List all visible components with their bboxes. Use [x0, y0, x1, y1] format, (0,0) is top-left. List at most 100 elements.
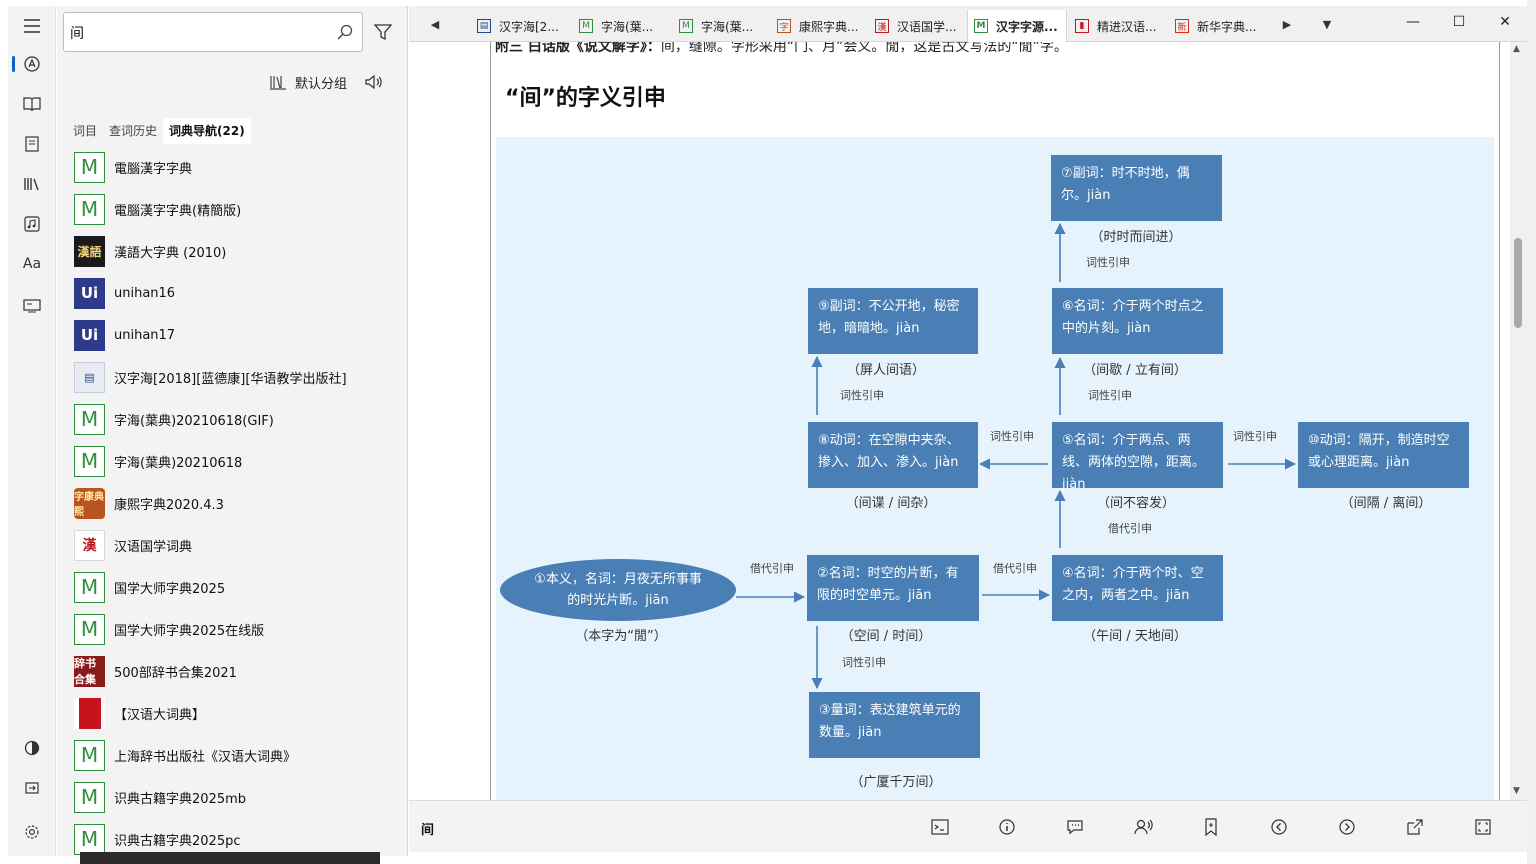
- example-5: （间不容发）: [1096, 496, 1175, 511]
- filter-icon[interactable]: [373, 22, 393, 42]
- screen-capture-icon[interactable]: [8, 290, 56, 322]
- next-icon[interactable]: [1337, 817, 1357, 837]
- current-headword: 间: [421, 823, 435, 838]
- page-border: [1499, 42, 1500, 800]
- shuowen-label: 附三 白话版《说文解字》：: [495, 42, 661, 55]
- lookup-icon[interactable]: [8, 48, 56, 80]
- dictionary-logo-icon: M: [74, 403, 105, 435]
- console-icon[interactable]: [930, 817, 950, 837]
- content-scrollbar[interactable]: ▲ ▼: [1510, 42, 1527, 800]
- comment-icon[interactable]: [1065, 817, 1085, 837]
- example-2: （空间 / 时间）: [840, 629, 932, 644]
- dictionary-tab[interactable]: 漢汉语国学...: [869, 10, 965, 42]
- minimize-icon[interactable]: —: [1406, 14, 1420, 30]
- dictionary-logo-icon: M: [74, 823, 105, 855]
- tab-dictionary-icon: M: [579, 19, 593, 33]
- tab-list-dropdown-icon[interactable]: ▼: [1322, 17, 1332, 31]
- dictionary-logo-icon: 字康典熙: [74, 487, 105, 519]
- notebook-icon[interactable]: [8, 128, 56, 160]
- scrollbar-thumb[interactable]: [1514, 238, 1522, 328]
- node-2: ②名词：时空的片断，有限的时空单元。jiān: [807, 555, 979, 621]
- dictionary-tab[interactable]: 字康熙字典...: [771, 10, 867, 42]
- dictionary-item[interactable]: ▤汉字海[2018][蓝德康][华语教学出版社]: [57, 356, 407, 398]
- exit-icon[interactable]: [8, 772, 56, 804]
- shuowen-text: 间，缝隙。字形采用“门、月”会义。閒，这是古文写法的“閒”字。: [660, 42, 1068, 55]
- dictionary-book-icon[interactable]: [8, 88, 56, 120]
- meaning-extension-diagram: ①本义，名词：月夜无所事事的时光片断。jiān （本字为“閒”） ②名词：时空的…: [496, 137, 1494, 800]
- relation-label: 词性引申: [840, 389, 884, 402]
- pronunciation-icon[interactable]: [1133, 817, 1153, 837]
- tab-dictionary-icon: M: [974, 19, 988, 33]
- library-icon[interactable]: [8, 168, 56, 200]
- tab-label: 康熙字典...: [799, 19, 859, 34]
- settings-gear-icon[interactable]: [8, 816, 56, 848]
- previous-icon[interactable]: [1269, 817, 1289, 837]
- dictionary-item[interactable]: 漢語漢語大字典 (2010): [57, 230, 407, 272]
- scroll-down-icon[interactable]: ▼: [1513, 786, 1520, 796]
- books-icon: [270, 76, 286, 90]
- dictionary-item[interactable]: 漢汉语国学词典: [57, 524, 407, 566]
- dictionary-item-label: 国学大师字典2025: [114, 581, 226, 597]
- left-panel: 默认分组 词目 查词历史 词典导航(22) M電腦漢字字典M電腦漢字字典(精簡版…: [57, 6, 408, 856]
- speaker-icon[interactable]: [363, 72, 383, 92]
- example-3: （广厦千万间）: [850, 775, 942, 790]
- dictionary-item-label: 上海辞书出版社《汉语大词典》: [114, 749, 297, 765]
- search-icon[interactable]: [336, 23, 354, 41]
- node-4: ④名词：介于两个时、空之内，两者之中。jiān: [1052, 555, 1223, 621]
- tab-dictionary-icon: M: [679, 19, 693, 33]
- info-icon[interactable]: [997, 817, 1017, 837]
- dictionary-item[interactable]: 【汉语大词典】: [57, 692, 407, 734]
- tab-entries[interactable]: 词目: [73, 124, 98, 138]
- dictionary-item[interactable]: 字康典熙康熙字典2020.4.3: [57, 482, 407, 524]
- tab-dictionary-icon: ▤: [477, 19, 491, 33]
- search-input[interactable]: [70, 21, 330, 45]
- section-title: “间”的字义引申: [505, 86, 666, 111]
- theme-contrast-icon[interactable]: [8, 732, 56, 764]
- node-1-original-meaning: ①本义，名词：月夜无所事事的时光片断。jiān: [500, 559, 736, 621]
- tab-scroll-right-icon[interactable]: ▶: [1282, 17, 1292, 31]
- font-icon[interactable]: Aa: [22, 256, 42, 272]
- node-8: ⑧动词：在空隙中夹杂、掺入、加入、渗入。jiàn: [808, 422, 978, 488]
- dictionary-tab[interactable]: M 汉字字源...: [967, 10, 1067, 42]
- dictionary-tab[interactable]: ▤汉字海[2...: [471, 10, 569, 42]
- dictionary-item-label: 康熙字典2020.4.3: [114, 497, 224, 513]
- example-10: （间隔 / 离间）: [1340, 496, 1432, 511]
- bookmark-icon[interactable]: [1201, 817, 1221, 837]
- tab-label: 汉字字源...: [996, 19, 1058, 34]
- dictionary-tab[interactable]: ▮精进汉语...: [1069, 10, 1167, 42]
- tab-history[interactable]: 查词历史: [109, 124, 158, 138]
- dictionary-item-label: 汉语国学词典: [114, 539, 193, 555]
- open-external-icon[interactable]: [1405, 817, 1425, 837]
- dictionary-item-label: 電腦漢字字典(精簡版): [114, 203, 242, 219]
- node-5: ⑤名词：介于两点、两线、两体的空隙，距离。jiàn: [1052, 422, 1223, 492]
- tab-dict-nav[interactable]: 词典导航(22): [163, 118, 251, 144]
- scroll-up-icon[interactable]: ▲: [1513, 44, 1520, 54]
- fullscreen-icon[interactable]: [1473, 817, 1493, 837]
- dictionary-tab[interactable]: 新新华字典...: [1169, 10, 1265, 42]
- tab-scroll-left-icon[interactable]: ◀: [430, 17, 440, 31]
- maximize-icon[interactable]: ☐: [1452, 14, 1466, 30]
- node-7: ⑦副词：时不时地，偶尔。jiàn: [1051, 155, 1222, 221]
- close-icon[interactable]: ✕: [1499, 14, 1511, 30]
- hamburger-menu-icon[interactable]: [8, 10, 56, 42]
- dictionary-item-label: unihan17: [114, 327, 176, 343]
- group-selector[interactable]: 默认分组: [269, 72, 347, 92]
- dictionary-logo-icon: 漢: [74, 529, 105, 561]
- audio-icon[interactable]: [8, 208, 56, 240]
